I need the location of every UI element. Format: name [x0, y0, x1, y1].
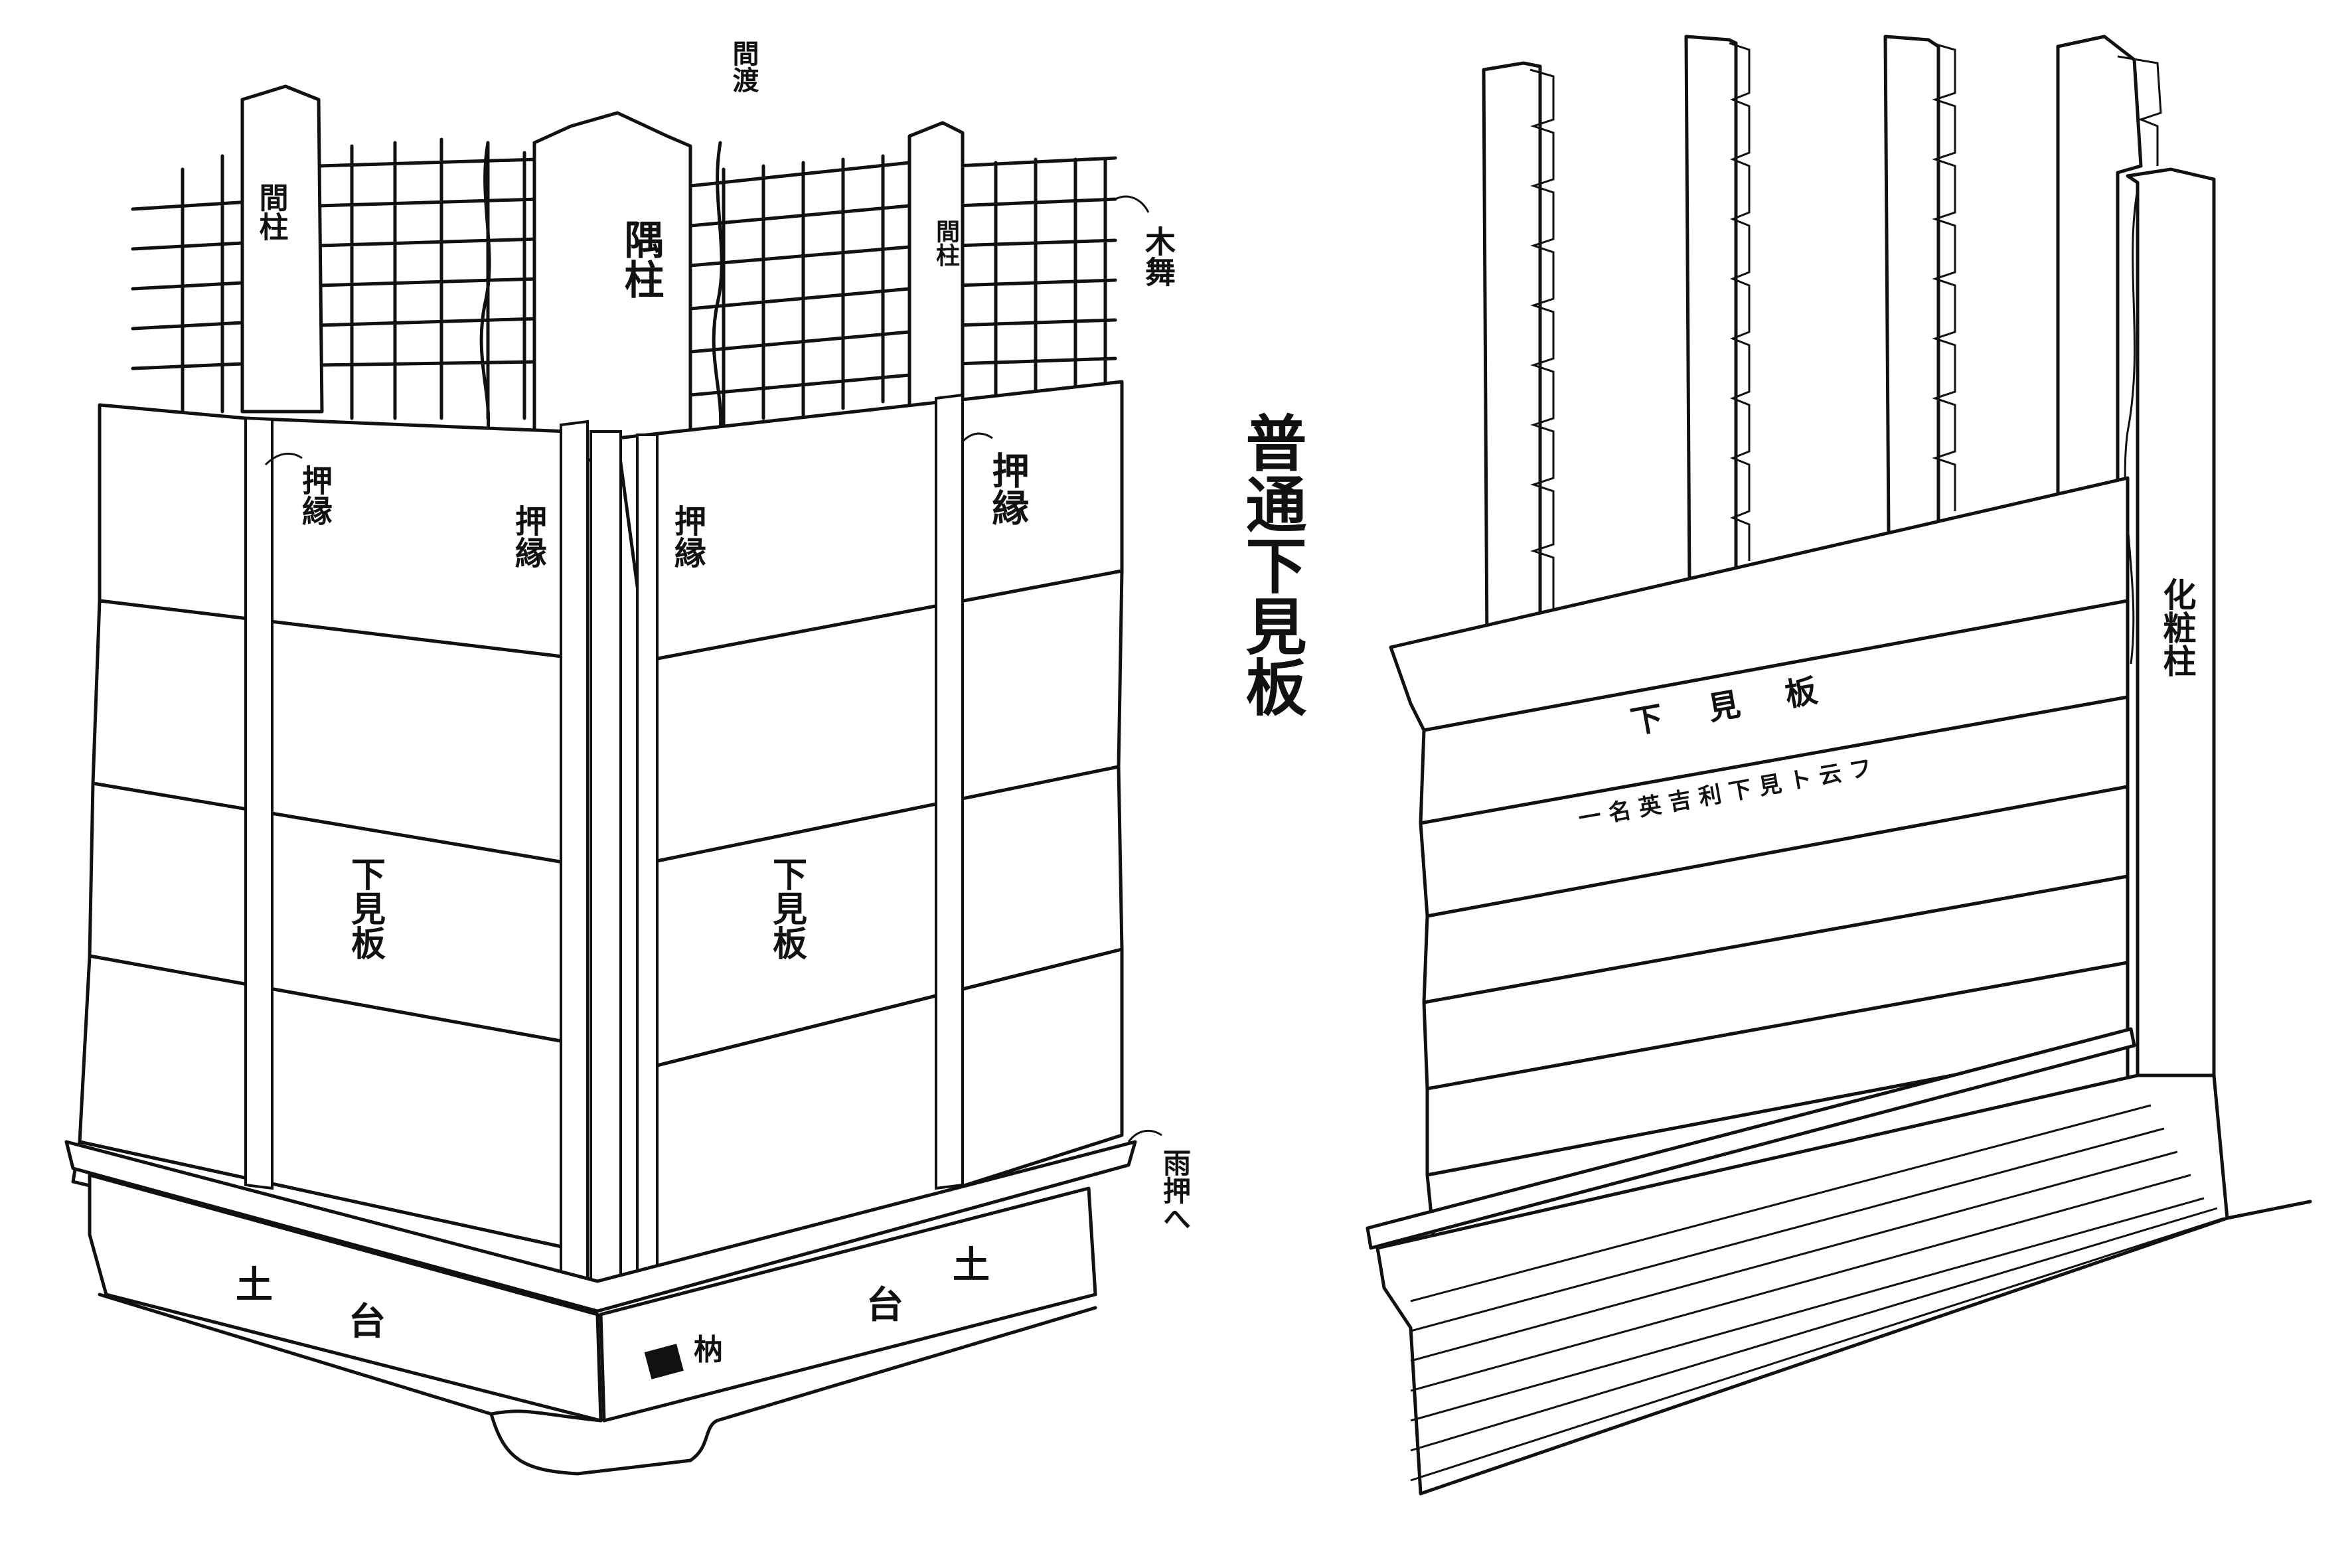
dodai-right — [599, 1186, 1097, 1423]
label-oshibuchi-2: 押縁 — [509, 505, 547, 568]
ma-bashira-left-post — [240, 84, 324, 414]
sumi-bashira-post — [532, 111, 692, 467]
right-figure: 下見板 一名英吉利下見ト云フ 化粧柱 — [1366, 35, 2312, 1496]
label-dodai-left-2: 台 — [349, 1300, 386, 1344]
label-shitamiita-left: 下見板 — [345, 856, 386, 960]
leader-ama-osae — [1127, 1129, 1162, 1142]
label-hozo: 枘 — [694, 1333, 723, 1367]
leader-oshibuchi-1 — [264, 452, 303, 466]
oshibuchi-batten-2 — [560, 420, 589, 1293]
label-komai: 木舞 — [1140, 226, 1176, 287]
label-dodai-right-1: 土 — [953, 1243, 990, 1287]
oshibuchi-batten-4 — [935, 393, 964, 1190]
hozo-mortise — [644, 1344, 684, 1379]
label-ma-bashira-right: 間柱 — [932, 219, 960, 267]
label-oshibuchi-3: 押縁 — [668, 505, 706, 568]
sill-lines — [1375, 1073, 2312, 1496]
label-shitamiita-right: 下見板 — [767, 856, 807, 960]
mawatashi-bar — [712, 141, 724, 433]
lattice-right — [688, 154, 1117, 427]
left-figure: 間柱 隅柱 間渡 間柱 木舞 押縁 押縁 押縁 押縁 下見板 下見板 雨押へ 土… — [64, 40, 1192, 1476]
label-mawatashi: 間渡 — [728, 40, 759, 93]
oshibuchi-batten-3 — [636, 433, 659, 1286]
label-ma-bashira-left: 間柱 — [254, 183, 289, 241]
label-oshibuchi-4: 押縁 — [986, 451, 1030, 526]
dodai-base-corner — [489, 1409, 603, 1423]
mawatashi-bar-center — [479, 141, 491, 433]
ama-osae-rail — [64, 1140, 1137, 1313]
label-dodai-right-2: 台 — [866, 1283, 903, 1327]
label-oshibuchi-1: 押縁 — [297, 465, 333, 526]
leader-oshibuchi-4 — [961, 432, 993, 443]
diagram-title: 普通下見板 — [1235, 412, 1307, 717]
leader-komai — [1115, 195, 1150, 213]
lattice-left — [131, 137, 540, 420]
label-sumi-bashira: 隅柱 — [617, 219, 664, 299]
label-keshou-bashira: 化粧柱 — [2158, 578, 2197, 677]
drip-rail — [1366, 1027, 2136, 1250]
stud-notches — [1529, 42, 2162, 619]
label-ama-osae: 雨押へ — [1159, 1148, 1192, 1232]
dodai-left — [88, 1173, 603, 1423]
sumi-corner-strip — [589, 430, 622, 1290]
right-wall — [615, 380, 1124, 1290]
label-dodai-left-1: 土 — [236, 1263, 273, 1307]
studs — [1482, 35, 2143, 649]
oshibuchi-batten-1 — [244, 416, 274, 1190]
keshou-bashira-edge — [2124, 189, 2139, 665]
ma-bashira-right-post — [907, 121, 965, 414]
dodai-base — [98, 1293, 1097, 1476]
